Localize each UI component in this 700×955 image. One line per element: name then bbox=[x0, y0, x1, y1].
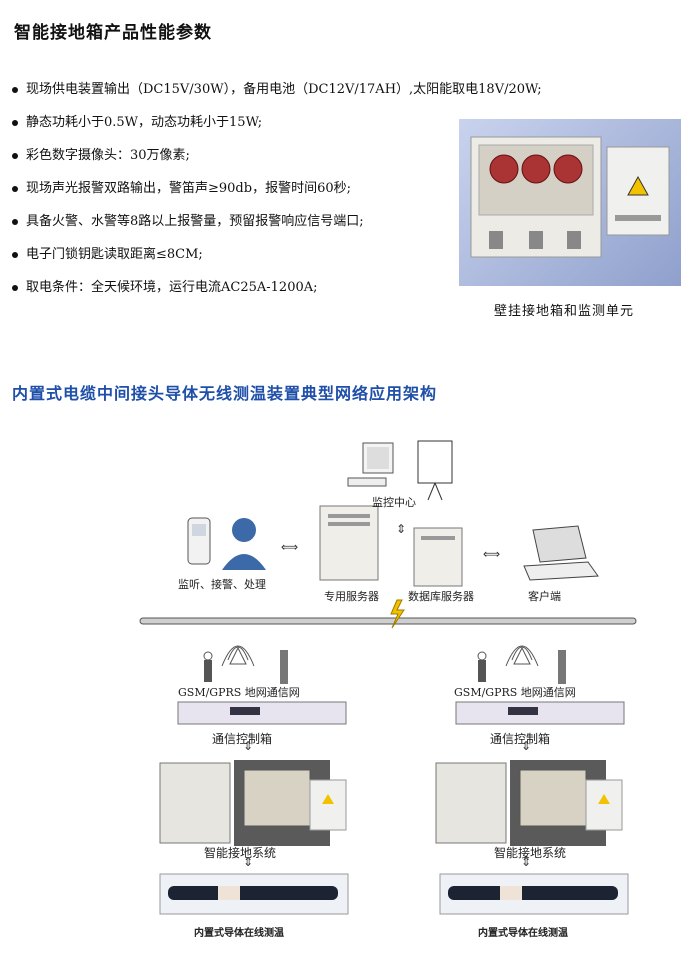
vertical-arrow-icon: ⇕ bbox=[521, 739, 531, 753]
spec-item: 现场声光报警双路输出，警笛声≥90db，报警时间60秒; bbox=[10, 179, 542, 212]
db-server-label: 数据库服务器 bbox=[408, 590, 474, 603]
spec-text: 电子门锁钥匙读取距离≤8CM; bbox=[26, 247, 203, 262]
bullet-icon bbox=[12, 153, 18, 159]
lightning-icon bbox=[390, 599, 405, 629]
dedicated-server-icon bbox=[319, 505, 379, 581]
laptop-icon bbox=[523, 525, 599, 581]
network-label-left: GSM/GPRS 地网通信网 bbox=[178, 686, 300, 699]
bullet-icon bbox=[12, 252, 18, 258]
temp-label-left: 内置式导体在线测温 bbox=[194, 928, 284, 939]
spec-text: 静态功耗小于0.5W，动态功耗小于15W; bbox=[26, 115, 263, 130]
bullet-icon bbox=[12, 120, 18, 126]
spec-list: 现场供电装置输出（DC15V/30W），备用电池（DC12V/17AH）,太阳能… bbox=[10, 80, 542, 311]
grounding-label-left: 智能接地系统 bbox=[204, 846, 277, 860]
spec-text: 彩色数字摄像头：30万像素; bbox=[26, 148, 190, 163]
grounding-cabinet-left bbox=[159, 760, 347, 846]
grounding-box-photo bbox=[459, 119, 681, 286]
bullet-icon bbox=[12, 186, 18, 192]
cable-joint-left bbox=[159, 873, 349, 915]
grounding-box-illustration bbox=[470, 136, 670, 258]
spec-text: 现场声光报警双路输出，警笛声≥90db，报警时间60秒; bbox=[26, 181, 352, 196]
comm-box-label-left: 通信控制箱 bbox=[212, 732, 273, 746]
listen-label: 监听、接警、处理 bbox=[178, 578, 266, 591]
battery-icon bbox=[558, 650, 566, 684]
vertical-arrow-icon: ⇕ bbox=[243, 855, 253, 869]
database-server-icon bbox=[413, 527, 463, 587]
spec-item: 彩色数字摄像头：30万像素; bbox=[10, 146, 542, 179]
photo-caption: 壁挂接地箱和监测单元 bbox=[494, 304, 635, 319]
antenna-icon bbox=[203, 651, 213, 682]
monitor-center-label: 监控中心 bbox=[372, 496, 416, 509]
spec-text: 具备火警、水警等8路以上报警量，预留报警响应信号端口; bbox=[26, 214, 364, 229]
grounding-cabinet-right bbox=[435, 760, 623, 846]
cable-joint-right bbox=[439, 873, 629, 915]
vertical-arrow-icon: ⇕ bbox=[396, 522, 406, 536]
spec-item: 电子门锁钥匙读取距离≤8CM; bbox=[10, 245, 542, 278]
spec-item: 现场供电装置输出（DC15V/30W），备用电池（DC12V/17AH）,太阳能… bbox=[10, 80, 542, 113]
bullet-icon bbox=[12, 285, 18, 291]
bullet-icon bbox=[12, 87, 18, 93]
network-bus-line bbox=[139, 617, 637, 625]
spec-item: 静态功耗小于0.5W，动态功耗小于15W; bbox=[10, 113, 542, 146]
architecture-title: 内置式电缆中间接头导体无线测温装置典型网络应用架构 bbox=[12, 384, 438, 403]
projector-screen-icon bbox=[417, 440, 453, 501]
diagram-graphics: ⟺ ⇕ ⟺ ⇕ bbox=[139, 440, 637, 915]
mobile-phone-icon bbox=[187, 517, 211, 565]
spec-text: 取电条件：全天候环境，运行电流AC25A-1200A; bbox=[26, 280, 318, 295]
person-icon bbox=[222, 518, 266, 570]
dedicated-server-label: 专用服务器 bbox=[324, 590, 379, 603]
battery-icon bbox=[280, 650, 288, 684]
vertical-arrow-icon: ⇕ bbox=[521, 855, 531, 869]
spec-text: 现场供电装置输出（DC15V/30W），备用电池（DC12V/17AH）,太阳能… bbox=[26, 82, 542, 97]
spec-item: 取电条件：全天候环境，运行电流AC25A-1200A; bbox=[10, 278, 542, 311]
temp-label-right: 内置式导体在线测温 bbox=[478, 928, 568, 939]
network-label-right: GSM/GPRS 地网通信网 bbox=[454, 686, 576, 699]
comm-control-box-left bbox=[177, 701, 347, 725]
vertical-arrow-icon: ⇕ bbox=[243, 739, 253, 753]
monitor-icon bbox=[347, 442, 394, 487]
comm-box-label-right: 通信控制箱 bbox=[490, 732, 551, 746]
antenna-icon bbox=[477, 651, 487, 682]
double-arrow-icon: ⟺ bbox=[281, 540, 298, 554]
double-arrow-icon: ⟺ bbox=[483, 547, 500, 561]
product-title: 智能接地箱产品性能参数 bbox=[14, 23, 212, 43]
network-architecture-diagram: ⟺ ⇕ ⟺ ⇕ bbox=[138, 438, 640, 948]
client-label: 客户端 bbox=[528, 590, 561, 603]
spec-item: 具备火警、水警等8路以上报警量，预留报警响应信号端口; bbox=[10, 212, 542, 245]
bullet-icon bbox=[12, 219, 18, 225]
grounding-label-right: 智能接地系统 bbox=[494, 846, 567, 860]
radio-wave-icon bbox=[505, 645, 539, 667]
radio-wave-icon bbox=[221, 645, 255, 667]
comm-control-box-right bbox=[455, 701, 625, 725]
